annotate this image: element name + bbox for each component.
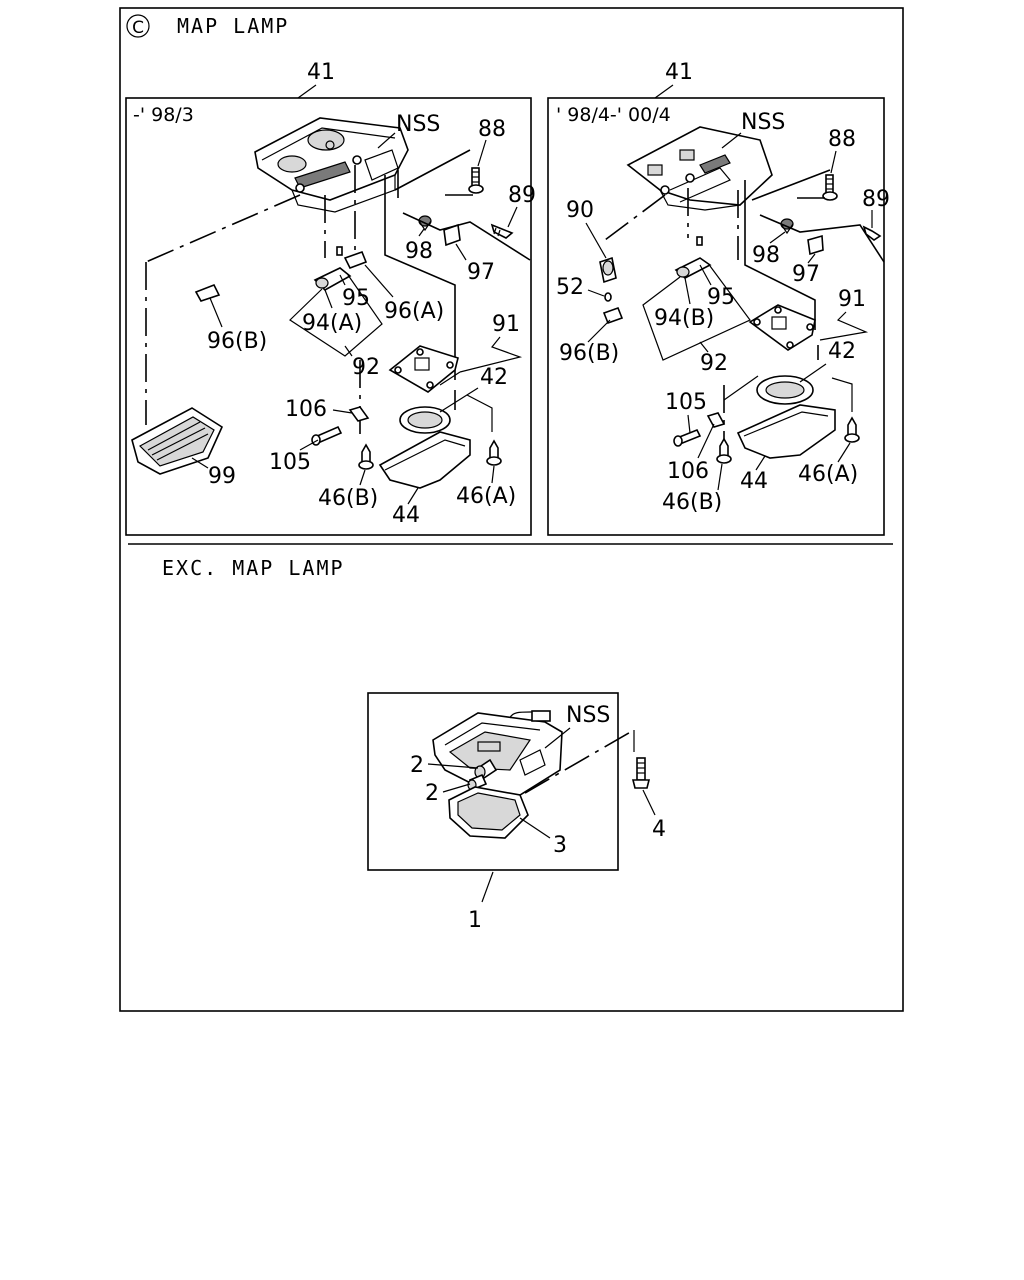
right-label-95: 95 — [707, 285, 735, 310]
left-panel: 41 -' 98/3 NSS 88 — [125, 60, 536, 536]
left-label-42: 42 — [480, 365, 508, 390]
left-label-92: 92 — [352, 355, 380, 380]
left-panel-frame — [125, 97, 532, 536]
right-label-46b: 46(B) — [662, 490, 722, 515]
left-console-housing — [254, 117, 409, 213]
outer-frame — [119, 7, 904, 1012]
section-exc-title: EXC. MAP LAMP — [162, 556, 345, 580]
exc-panel: NSS 2 2 3 — [367, 692, 635, 871]
right-label-98: 98 — [752, 243, 780, 268]
right-clip-106 — [706, 412, 726, 428]
left-label-105: 105 — [269, 450, 311, 475]
right-pad-96b — [602, 306, 624, 325]
right-panel-frame — [547, 97, 885, 536]
left-label-89: 89 — [508, 183, 536, 208]
right-label-42: 42 — [828, 339, 856, 364]
exc-label-1: 1 — [468, 908, 482, 933]
right-screw-46b — [716, 437, 732, 464]
left-lens-94a — [313, 246, 352, 291]
right-panel: 41 ' 98/4-' 00/4 NSS 88 — [547, 60, 890, 536]
right-lens-94b — [674, 236, 712, 279]
right-label-106: 106 — [667, 459, 709, 484]
circled-letter — [126, 14, 150, 38]
exc-panel-frame — [367, 692, 619, 871]
left-date-range: -' 98/3 — [133, 104, 194, 126]
exc-label-nss: NSS — [566, 703, 610, 728]
right-bracket-91 — [748, 304, 816, 351]
left-screw-46b — [358, 443, 374, 470]
circled-letter-text: C — [132, 18, 144, 38]
left-label-99: 99 — [208, 464, 236, 489]
left-pad-96a — [343, 250, 368, 270]
left-pin-105 — [311, 425, 343, 446]
left-label-97: 97 — [467, 260, 495, 285]
left-group-label: 41 — [307, 60, 335, 85]
left-label-96a: 96(A) — [384, 299, 444, 324]
right-label-90: 90 — [566, 198, 594, 223]
right-label-nss: NSS — [741, 110, 785, 135]
exc-screw-4 — [631, 757, 651, 789]
exc-label-2-lower: 2 — [425, 781, 439, 806]
right-label-52: 52 — [556, 275, 584, 300]
left-label-nss: NSS — [396, 112, 440, 137]
right-lens-42 — [756, 375, 814, 405]
right-date-range: ' 98/4-' 00/4 — [556, 104, 671, 126]
exc-label-2-upper: 2 — [410, 753, 424, 778]
right-pad-97 — [807, 234, 824, 256]
left-label-88: 88 — [478, 117, 506, 142]
section-c-header: C MAP LAMP — [126, 14, 289, 38]
left-lens-42 — [399, 406, 451, 434]
left-clip-106 — [348, 406, 370, 422]
right-group-label: 41 — [665, 60, 693, 85]
left-label-96b: 96(B) — [207, 329, 267, 354]
left-label-98: 98 — [405, 239, 433, 264]
left-label-44: 44 — [392, 503, 420, 528]
left-bracket-91 — [388, 345, 459, 393]
right-console-housing — [626, 126, 773, 211]
left-label-95: 95 — [342, 286, 370, 311]
right-label-97: 97 — [792, 262, 820, 287]
section-c-title: MAP LAMP — [177, 14, 289, 38]
exc-housing — [432, 710, 563, 796]
right-label-96b: 96(B) — [559, 341, 619, 366]
right-label-91: 91 — [838, 287, 866, 312]
right-label-92: 92 — [700, 351, 728, 376]
left-cover-44 — [378, 431, 471, 489]
right-label-46a: 46(A) — [798, 462, 858, 487]
left-label-46b: 46(B) — [318, 486, 378, 511]
left-screw-46a — [486, 439, 502, 466]
right-screw-46a — [844, 416, 860, 443]
right-pin-105 — [673, 428, 702, 447]
left-bolt-88 — [468, 167, 484, 194]
right-lamp-90 — [599, 256, 617, 284]
right-label-44: 44 — [740, 469, 768, 494]
left-label-106: 106 — [285, 397, 327, 422]
right-label-105: 105 — [665, 390, 707, 415]
left-label-94a: 94(A) — [302, 311, 362, 336]
left-label-91: 91 — [492, 312, 520, 337]
right-label-94b: 94(B) — [654, 306, 714, 331]
left-label-46a: 46(A) — [456, 484, 516, 509]
right-bolt-88 — [822, 174, 838, 201]
exc-lens-3 — [448, 786, 529, 839]
exc-label-3: 3 — [553, 833, 567, 858]
left-screw-89 — [490, 223, 514, 239]
right-cover-44 — [736, 404, 836, 459]
exc-label-4: 4 — [652, 817, 666, 842]
right-label-88: 88 — [828, 127, 856, 152]
right-label-89: 89 — [862, 187, 890, 212]
left-pad-96b — [194, 283, 221, 302]
right-part-52 — [604, 292, 612, 302]
left-lamp-99 — [131, 407, 224, 475]
